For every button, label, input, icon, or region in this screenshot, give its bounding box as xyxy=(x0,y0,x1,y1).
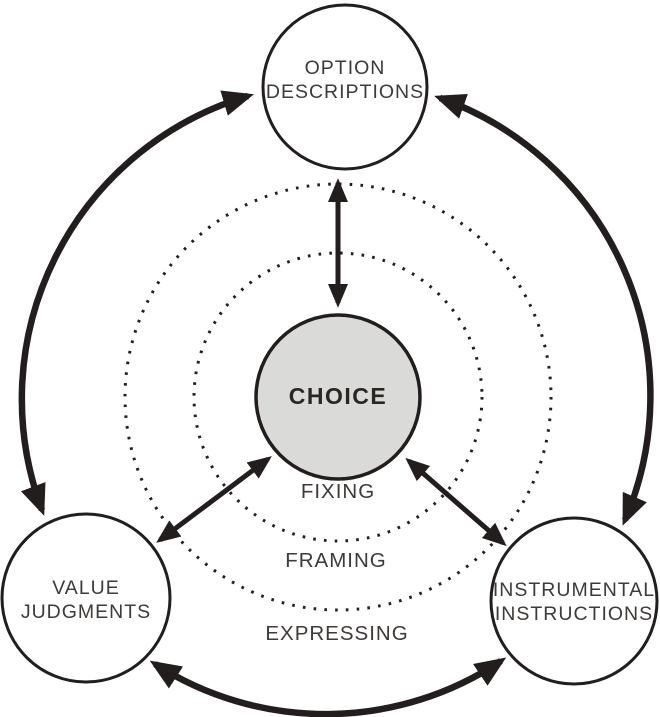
ring-label-expressing: EXPRESSING xyxy=(265,622,408,645)
option-descriptions-node: OPTION DESCRIPTIONS xyxy=(261,3,429,171)
value-judgments-label-line2: JUDGMENTS xyxy=(21,601,151,623)
choice-circle xyxy=(254,313,422,481)
choice-label: CHOICE xyxy=(289,383,387,409)
option-descriptions-label-line2: DESCRIPTIONS xyxy=(266,81,424,103)
arrow-choice-value xyxy=(156,456,272,543)
instrumental-instructions-circle xyxy=(489,516,659,686)
arrow-choice-instrumental xyxy=(405,457,507,547)
value-judgments-label-line1: VALUE xyxy=(52,577,120,599)
choice-center-node: CHOICE xyxy=(254,313,422,481)
option-descriptions-circle xyxy=(261,3,429,171)
instrumental-instructions-label-line1: INSTRUMENTAL xyxy=(493,579,655,601)
instrumental-instructions-node: INSTRUMENTAL INSTRUCTIONS xyxy=(489,516,659,686)
arc-arrow-value-to-option xyxy=(18,90,254,516)
arc-arrow-option-to-instrumental xyxy=(434,94,654,526)
ring-label-fixing: FIXING xyxy=(301,480,375,503)
instrumental-instructions-label-line2: INSTRUCTIONS xyxy=(495,603,653,625)
option-descriptions-label-line1: OPTION xyxy=(305,57,386,79)
ring-label-framing: FRAMING xyxy=(285,549,387,572)
value-judgments-circle xyxy=(0,512,172,684)
arc-arrow-value-to-instrumental xyxy=(149,657,507,717)
value-judgments-node: VALUE JUDGMENTS xyxy=(0,512,172,684)
